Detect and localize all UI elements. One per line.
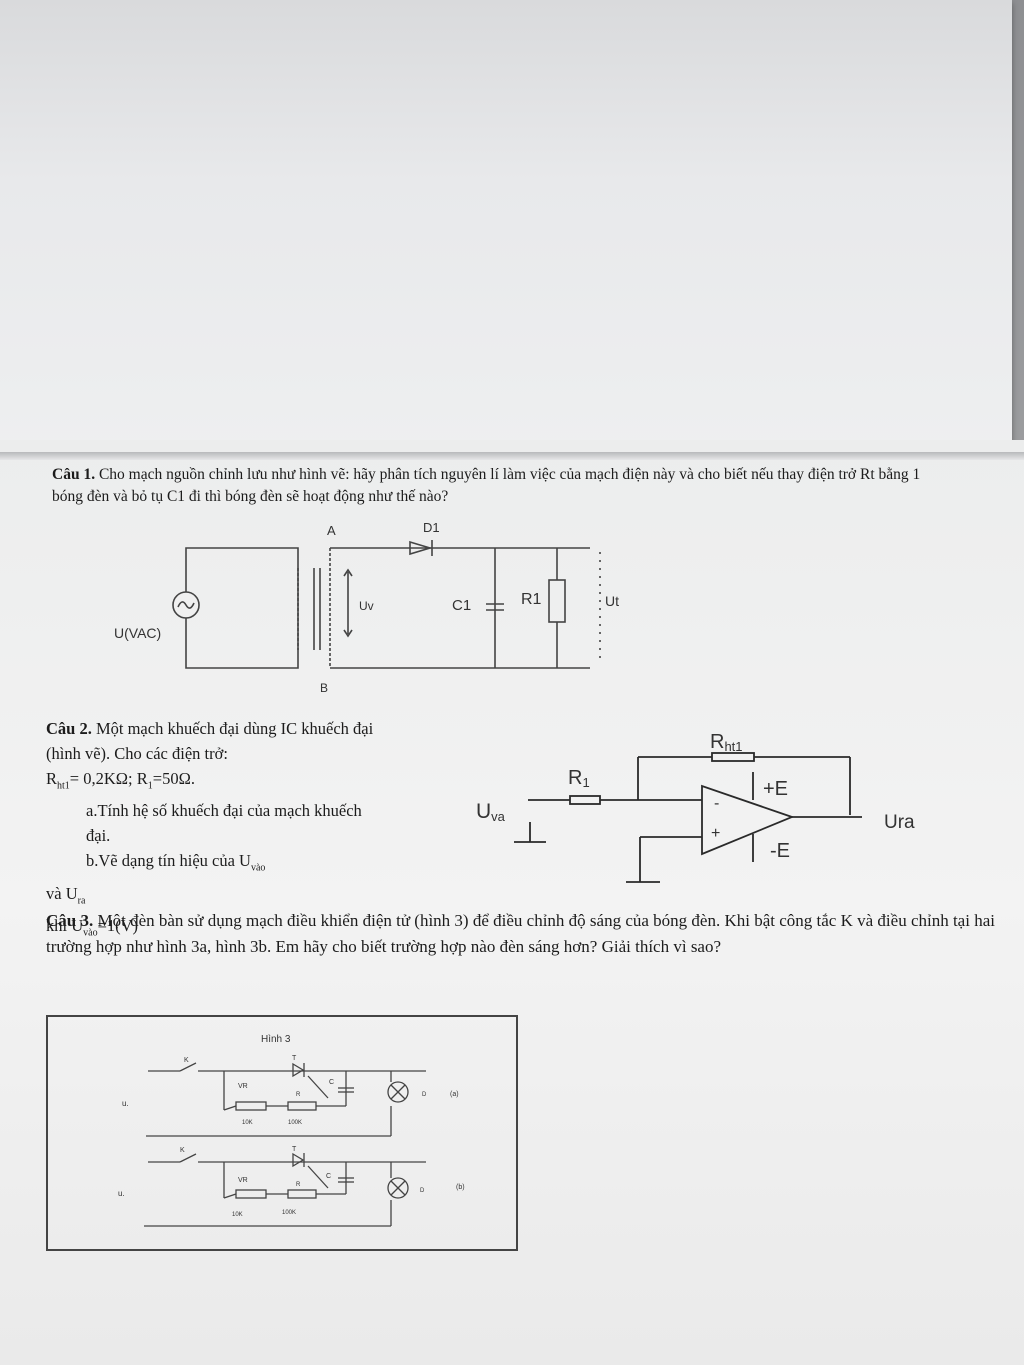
and-text: và U — [46, 883, 78, 903]
question-3-label: Câu 3. — [46, 911, 94, 930]
question-2-intro: Một mạch khuếch đại dùng IC khuếch đại (… — [46, 719, 374, 763]
input-a-label: u. — [122, 1099, 129, 1108]
opamp-circuit-diagram: Rht1 R1 Uva +E -E - + Ura — [476, 731, 915, 883]
top-blank-page — [0, 0, 1012, 452]
part-a: a.Tính hệ số khuếch đại của mạch khuếch … — [86, 801, 362, 846]
r-a-value: 100K — [288, 1120, 302, 1126]
question-1-label: Câu 1. — [52, 466, 96, 483]
rht-diagram-label: Rht1 — [710, 731, 743, 754]
triac-b-label: T — [292, 1146, 297, 1153]
r-b-label: R — [296, 1182, 301, 1188]
when-text: khi U — [46, 915, 84, 935]
exam-page — [0, 440, 1024, 1365]
input-b-label: u. — [118, 1189, 125, 1198]
r1-name: R — [136, 769, 148, 788]
switch-b-label: K — [180, 1147, 185, 1154]
c-a-label: C — [329, 1079, 334, 1086]
source-label: U(VAC) — [114, 625, 161, 641]
r1-sub: 1 — [147, 780, 153, 792]
case-a-label: (a) — [450, 1091, 459, 1098]
question-3-text: Một đèn bàn sử dụng mạch điều khiển điện… — [46, 911, 995, 956]
negative-supply-label: -E — [770, 840, 790, 862]
vr-b-value: 10K — [232, 1212, 243, 1218]
vr-a-value: 10K — [242, 1120, 253, 1126]
output-diagram-label: Ura — [884, 812, 915, 833]
uv-label: Uv — [359, 599, 374, 613]
r-b-value: 100K — [282, 1210, 296, 1216]
rht-sub: ht1 — [57, 780, 70, 792]
noninverting-input-sign: + — [711, 825, 720, 842]
question-2-label: Câu 2. — [46, 719, 92, 738]
rht-value: = 0,2KΩ; — [69, 769, 133, 788]
when-sub: vào — [83, 927, 98, 939]
vr-b-label: VR — [238, 1177, 248, 1184]
figure-title: Hình 3 — [261, 1034, 291, 1045]
rectifier-circuit-diagram: U(VAC) A B D1 Uv C1 R1 Ut — [114, 520, 619, 695]
positive-supply-label: +E — [763, 778, 788, 800]
dimmer-circuit-diagram: Hình 3 — [46, 1015, 518, 1251]
switch-a-label: K — [184, 1057, 189, 1064]
uvao-diagram-label: Uva — [476, 800, 506, 824]
vr-a-label: VR — [238, 1083, 248, 1090]
triac-a-label: T — [292, 1055, 297, 1062]
rht-name: R — [46, 769, 58, 788]
r-a-label: R — [296, 1092, 301, 1098]
inverting-input-sign: - — [714, 795, 719, 812]
page-fold — [0, 452, 1024, 460]
capacitor-label: C1 — [452, 597, 471, 614]
output-label: Ut — [605, 593, 619, 609]
node-b-label: B — [320, 681, 328, 695]
lamp-b-label: D — [420, 1188, 425, 1194]
question-1: Câu 1. Cho mạch nguồn chỉnh lưu như hình… — [52, 464, 952, 508]
question-1-text: Cho mạch nguồn chỉnh lưu như hình vẽ: hã… — [52, 466, 921, 505]
lamp-a-label: D — [422, 1092, 427, 1098]
r1-value: =50Ω. — [152, 769, 195, 788]
part-b-sub: vào — [250, 862, 266, 874]
resistor-label: R1 — [521, 591, 542, 608]
c-b-label: C — [326, 1173, 331, 1180]
node-a-label: A — [327, 523, 336, 538]
part-b-text: b.Vẽ dạng tín hiệu của U — [86, 851, 251, 871]
when-value: =1(V) — [97, 915, 139, 935]
question-3: Câu 3. Một đèn bàn sử dụng mạch điều khi… — [46, 908, 1006, 960]
case-b-label: (b) — [456, 1184, 465, 1191]
diode-label: D1 — [423, 520, 440, 535]
part-b: b.Vẽ dạng tín hiệu của Uvào — [46, 848, 386, 880]
and-sub: ra — [77, 894, 86, 906]
r1-diagram-label: R1 — [568, 767, 590, 790]
question-2: Câu 2. Một mạch khuếch đại dùng IC khuếc… — [46, 716, 386, 945]
